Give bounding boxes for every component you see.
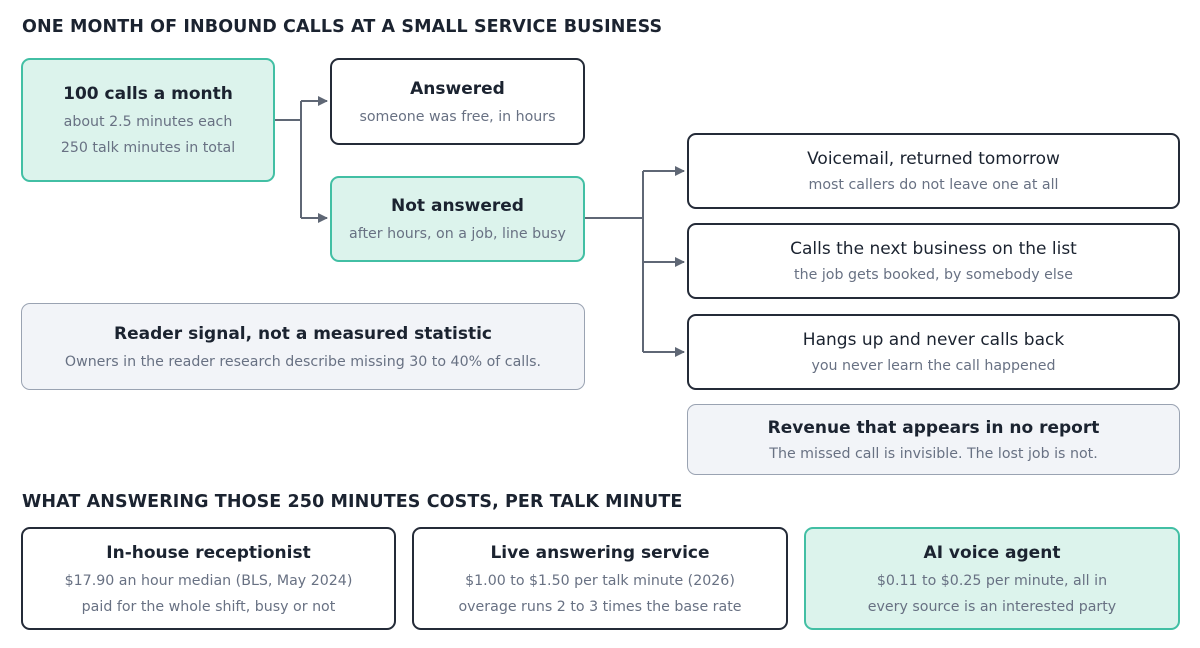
section-heading-costs: WHAT ANSWERING THOSE 250 MINUTES COSTS, … <box>22 492 683 512</box>
section-heading-calls: ONE MONTH OF INBOUND CALLS AT A SMALL SE… <box>22 17 663 37</box>
outcome-next-business-box: Calls the next business on the list the … <box>687 223 1180 299</box>
cost-receptionist-box: In-house receptionist $17.90 an hour med… <box>21 527 396 630</box>
outcome-hangs-up-box: Hangs up and never calls back you never … <box>687 314 1180 390</box>
cost-answering-service-note: overage runs 2 to 3 times the base rate <box>458 598 742 615</box>
cost-receptionist-rate: $17.90 an hour median (BLS, May 2024) <box>64 572 353 589</box>
cost-receptionist-note: paid for the whole shift, busy or not <box>81 598 336 615</box>
answered-title: Answered <box>410 78 505 99</box>
outcome-next-business-note: the job gets booked, by somebody else <box>794 267 1073 283</box>
calls-total-minutes: 250 talk minutes in total <box>60 140 236 156</box>
reader-signal-title: Reader signal, not a measured statistic <box>114 323 492 344</box>
cost-answering-service-box: Live answering service $1.00 to $1.50 pe… <box>412 527 788 630</box>
answered-note: someone was free, in hours <box>359 108 556 125</box>
not-answered-title: Not answered <box>391 196 524 216</box>
outcome-voicemail-box: Voicemail, returned tomorrow most caller… <box>687 133 1180 209</box>
outcome-voicemail-note: most callers do not leave one at all <box>808 177 1059 193</box>
outcome-hangs-up-title: Hangs up and never calls back <box>802 330 1065 350</box>
calls-title: 100 calls a month <box>63 84 233 104</box>
calls-duration: about 2.5 minutes each <box>63 114 233 130</box>
cost-answering-service-rate: $1.00 to $1.50 per talk minute (2026) <box>465 572 735 589</box>
hidden-revenue-box: Revenue that appears in no report The mi… <box>687 404 1180 475</box>
hidden-revenue-note: The missed call is invisible. The lost j… <box>769 445 1098 462</box>
outcome-hangs-up-note: you never learn the call happened <box>811 358 1056 374</box>
cost-ai-agent-title: AI voice agent <box>923 542 1061 563</box>
not-answered-note: after hours, on a job, line busy <box>349 226 566 242</box>
not-answered-box: Not answered after hours, on a job, line… <box>330 176 585 262</box>
reader-signal-note: Owners in the reader research describe m… <box>64 353 542 370</box>
cost-ai-agent-box: AI voice agent $0.11 to $0.25 per minute… <box>804 527 1180 630</box>
outcome-voicemail-title: Voicemail, returned tomorrow <box>807 149 1060 169</box>
outcome-next-business-title: Calls the next business on the list <box>790 239 1077 259</box>
answered-box: Answered someone was free, in hours <box>330 58 585 145</box>
calls-per-month-box: 100 calls a month about 2.5 minutes each… <box>21 58 275 182</box>
cost-ai-agent-rate: $0.11 to $0.25 per minute, all in <box>876 572 1108 589</box>
cost-answering-service-title: Live answering service <box>490 542 710 563</box>
reader-signal-box: Reader signal, not a measured statistic … <box>21 303 585 390</box>
cost-receptionist-title: In-house receptionist <box>106 542 311 563</box>
hidden-revenue-title: Revenue that appears in no report <box>767 417 1100 438</box>
cost-ai-agent-note: every source is an interested party <box>867 598 1117 615</box>
